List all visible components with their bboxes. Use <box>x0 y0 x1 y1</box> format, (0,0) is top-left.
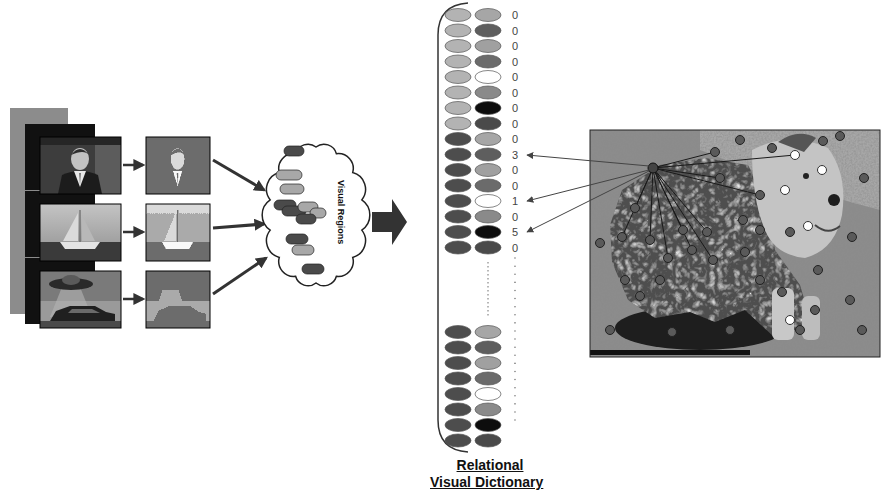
visual-region-pill <box>296 214 316 224</box>
relation-line <box>622 152 795 260</box>
count-number: 0 <box>512 55 518 69</box>
cloud-outline <box>262 140 370 290</box>
dictionary-entry <box>445 9 501 448</box>
count-number: 0 <box>512 70 518 84</box>
count-number: 0 <box>512 86 518 100</box>
count-number: 0 <box>512 24 518 38</box>
flow-arrow <box>213 160 266 294</box>
visual-region-pill <box>302 264 324 274</box>
count-number: 0 <box>512 163 518 177</box>
count-number: 0 <box>512 210 518 224</box>
segmented-frame <box>146 137 210 328</box>
region-dot <box>596 132 869 337</box>
visual-region-pill <box>284 146 304 156</box>
count-number: 0 <box>512 179 518 193</box>
region-cloud: Visual Regions <box>262 140 370 290</box>
hub-dot <box>648 163 658 173</box>
cloud-shape <box>262 144 370 286</box>
step-arrow <box>123 165 143 299</box>
video-frame <box>40 137 121 328</box>
count-number: 3 <box>512 148 518 162</box>
visual-region-pill <box>280 184 304 194</box>
count-arrow <box>527 155 649 232</box>
photo-border <box>590 130 880 357</box>
count-number: 0 <box>512 117 518 131</box>
block-arrow <box>372 199 407 245</box>
visual-region-pill <box>292 245 314 255</box>
count-number: 0 <box>512 39 518 53</box>
count-number: 5 <box>512 225 518 239</box>
count-number: 0 <box>512 241 518 255</box>
count-number: 0 <box>512 132 518 146</box>
region-dot-white <box>781 151 827 325</box>
dictionary-caption: Relational Visual Dictionary <box>430 457 550 491</box>
visual-region-pill <box>286 234 308 244</box>
visual-region-pill <box>276 170 302 180</box>
elision-dots <box>514 258 515 422</box>
count-number: 0 <box>512 8 518 22</box>
count-number: 0 <box>512 101 518 115</box>
elision-line <box>487 262 488 318</box>
node-label: Visual Regions <box>335 180 346 244</box>
count-number: 1 <box>512 194 518 208</box>
photo <box>590 130 880 357</box>
